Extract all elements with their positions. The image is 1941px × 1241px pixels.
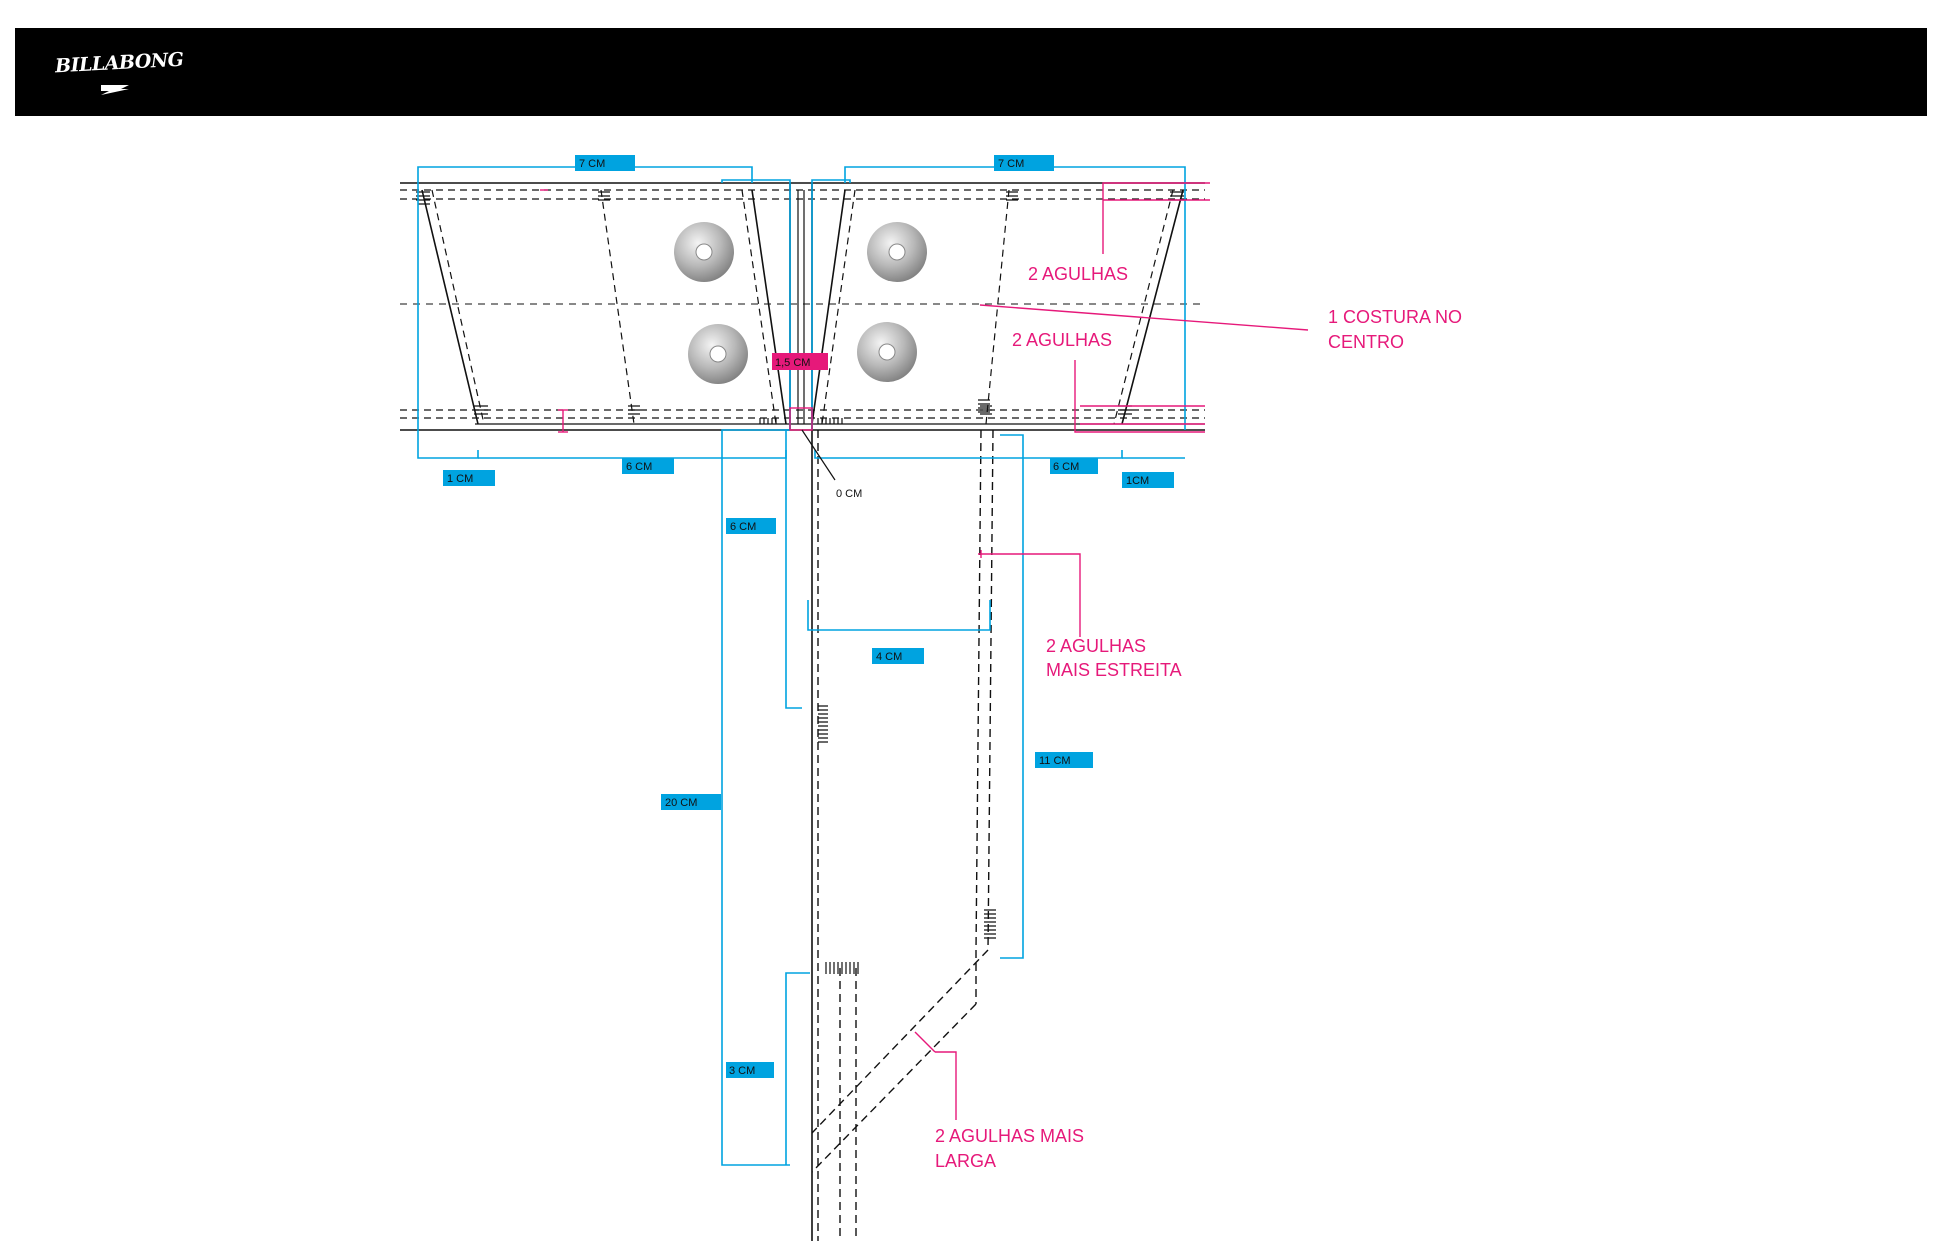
dim-top-left: 7 CM — [579, 158, 605, 170]
dim-bottom-right-edge: 1CM — [1126, 475, 1149, 487]
bartack-marks — [416, 191, 1184, 424]
note-mid-two-needles: 2 AGULHAS — [1012, 330, 1112, 350]
dim-tag-bottom-right-edge — [1122, 472, 1174, 488]
dim-total-length: 20 CM — [665, 797, 697, 809]
dim-center-gap: 1,5 CM — [775, 357, 810, 369]
dim-tag-bottom-left-panel — [622, 458, 674, 474]
annotation-leaders — [540, 182, 1309, 1120]
dim-tag-fly-depth — [726, 518, 776, 534]
zero-leader — [801, 429, 836, 481]
dimension-tags: 7 CM 7 CM 1,5 CM 1 CM 6 CM 6 CM 1CM 0 CM… — [443, 155, 1174, 1078]
dim-fly-length: 11 CM — [1039, 755, 1071, 767]
note-fly-narrow-1: 2 AGULHAS — [1046, 636, 1146, 656]
grommet-bottom-left — [688, 324, 748, 384]
dim-crotch-depth: 3 CM — [729, 1065, 755, 1077]
dim-tag-total-length — [661, 794, 721, 810]
annotation-notes: 2 AGULHAS 1 COSTURA NO CENTRO 2 AGULHAS … — [935, 264, 1462, 1171]
brand-logo: BILLABONG — [45, 48, 185, 98]
grommet-bottom-right — [857, 322, 917, 382]
dim-tag-fly-width — [872, 648, 924, 664]
dim-tag-top-right — [994, 155, 1054, 171]
dim-tag-center — [772, 353, 828, 370]
dim-center-zero: 0 CM — [836, 488, 862, 500]
dim-tag-fly-length — [1035, 752, 1093, 768]
waistband-topstitch — [400, 189, 1205, 419]
note-top-two-needles: 2 AGULHAS — [1028, 264, 1128, 284]
note-center-seam-2: CENTRO — [1328, 332, 1404, 352]
note-crotch-wide-1: 2 AGULHAS MAIS — [935, 1126, 1084, 1146]
grommet-top-left — [674, 222, 734, 282]
header-bar: BILLABONG — [15, 28, 1927, 116]
note-fly-narrow-2: MAIS ESTREITA — [1046, 660, 1182, 680]
fly-stitching — [811, 429, 994, 1241]
center-front-seam — [789, 183, 813, 1241]
dim-fly-depth: 6 CM — [730, 521, 756, 533]
dim-bottom-left-edge: 1 CM — [447, 473, 473, 485]
waistband-panel-stitch — [431, 189, 1174, 425]
note-crotch-wide-2: LARGA — [935, 1151, 996, 1171]
dim-fly-width: 4 CM — [876, 651, 902, 663]
dim-tag-top-left — [575, 155, 635, 171]
dim-top-right: 7 CM — [998, 158, 1024, 170]
grommet-top-right — [867, 222, 927, 282]
dim-tag-bottom-left-edge — [443, 470, 495, 486]
dim-bottom-left-panel: 6 CM — [626, 461, 652, 473]
waistband-outline — [400, 182, 1205, 431]
dim-bottom-right-panel: 6 CM — [1053, 461, 1079, 473]
brand-wave-icon — [101, 85, 129, 95]
dim-tag-bottom-right-panel — [1050, 458, 1098, 474]
waistband-panels — [421, 189, 1184, 425]
fly-bartacks — [818, 399, 996, 974]
dim-tag-crotch-depth — [726, 1062, 774, 1078]
note-center-seam-1: 1 COSTURA NO — [1328, 307, 1462, 327]
